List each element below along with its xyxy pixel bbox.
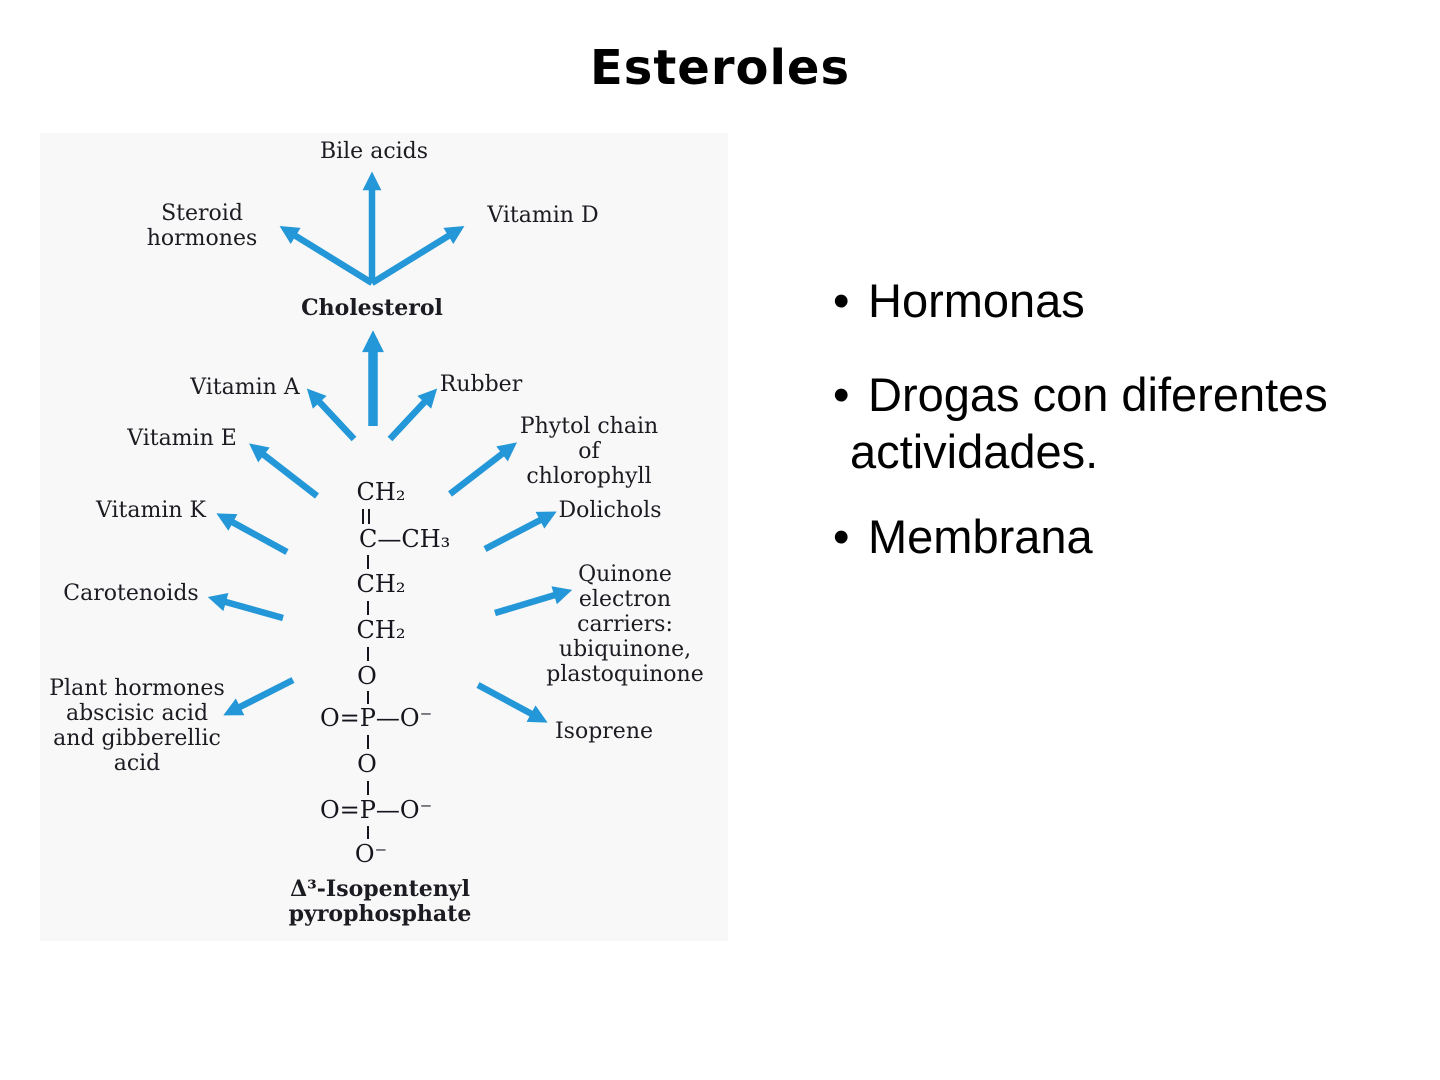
- label-isoprene: Isoprene: [554, 719, 654, 744]
- single-bond: [367, 781, 369, 795]
- arrow-vitamin-e: [249, 443, 319, 499]
- pathway-diagram-panel: Bile acids Steroid hormones Vitamin D Ch…: [40, 133, 728, 941]
- formula-row: CH₂: [356, 616, 406, 644]
- arrow-carotenoids: [207, 592, 284, 622]
- arrow-vitamin-k: [216, 513, 289, 555]
- label-vitamin-d: Vitamin D: [487, 203, 599, 228]
- arrow-rubber: [387, 388, 438, 442]
- single-bond: [367, 826, 369, 839]
- bullet-icon: •: [833, 368, 850, 421]
- bullet-icon: •: [833, 274, 850, 327]
- arrow-vitamin-a: [306, 388, 357, 442]
- list-item: • Hormonas: [833, 272, 1085, 329]
- label-vitamin-e: Vitamin E: [127, 426, 237, 451]
- arrow-dolichols: [483, 511, 557, 552]
- label-vitamin-k: Vitamin K: [96, 498, 206, 523]
- label-carotenoids: Carotenoids: [63, 581, 199, 606]
- formula-row: O=P—O⁻: [320, 796, 433, 824]
- arrow-vitamin-d: [370, 226, 465, 286]
- formula-row: O=P—O⁻: [320, 704, 433, 732]
- arrow-isoprene: [476, 682, 548, 723]
- label-phytol-chain: Phytol chain of chlorophyll: [519, 414, 659, 489]
- bullet-text: Membrana: [868, 510, 1093, 563]
- single-bond: [367, 601, 369, 615]
- formula-row: O: [357, 750, 377, 778]
- single-bond: [367, 555, 369, 569]
- label-vitamin-a: Vitamin A: [190, 375, 300, 400]
- arrow-quinone: [494, 586, 573, 617]
- bullet-text: Hormonas: [868, 274, 1085, 327]
- label-quinone-carriers: Quinone electron carriers: ubiquinone, p…: [546, 562, 704, 687]
- arrow-plant-hormones: [223, 677, 295, 716]
- formula-row: CH₂: [356, 478, 406, 506]
- arrow-steroid-hormones: [279, 226, 374, 286]
- formula-row: O⁻: [354, 840, 388, 868]
- list-item: • Drogas con diferentes actividades.: [833, 366, 1328, 480]
- formula-row: CH₂: [356, 570, 406, 598]
- label-steroid-hormones: Steroid hormones: [146, 201, 258, 251]
- slide-title: Esteroles: [589, 40, 851, 96]
- double-bond: [368, 509, 370, 524]
- single-bond: [367, 735, 369, 749]
- arrow-phytol-chain: [448, 442, 517, 497]
- double-bond: [362, 509, 364, 524]
- bullet-text: Drogas con diferentes: [868, 368, 1328, 421]
- formula-row: C—CH₃: [359, 525, 451, 553]
- label-bile-acids: Bile acids: [319, 139, 429, 164]
- formula-row: O: [357, 662, 377, 690]
- label-cholesterol: Cholesterol: [301, 295, 443, 321]
- label-rubber: Rubber: [439, 372, 523, 397]
- pathway-arrows: [207, 171, 573, 723]
- single-bond: [367, 647, 369, 661]
- label-isopentenyl-pyrophosphate: Δ³-Isopentenyl pyrophosphate: [288, 876, 472, 927]
- bullet-text: actividades.: [850, 425, 1099, 478]
- single-bond: [367, 691, 369, 704]
- label-plant-hormones: Plant hormones abscisic acid and gibbere…: [49, 676, 225, 776]
- list-item: • Membrana: [833, 508, 1093, 565]
- label-dolichols: Dolichols: [558, 498, 662, 523]
- bullet-icon: •: [833, 510, 850, 563]
